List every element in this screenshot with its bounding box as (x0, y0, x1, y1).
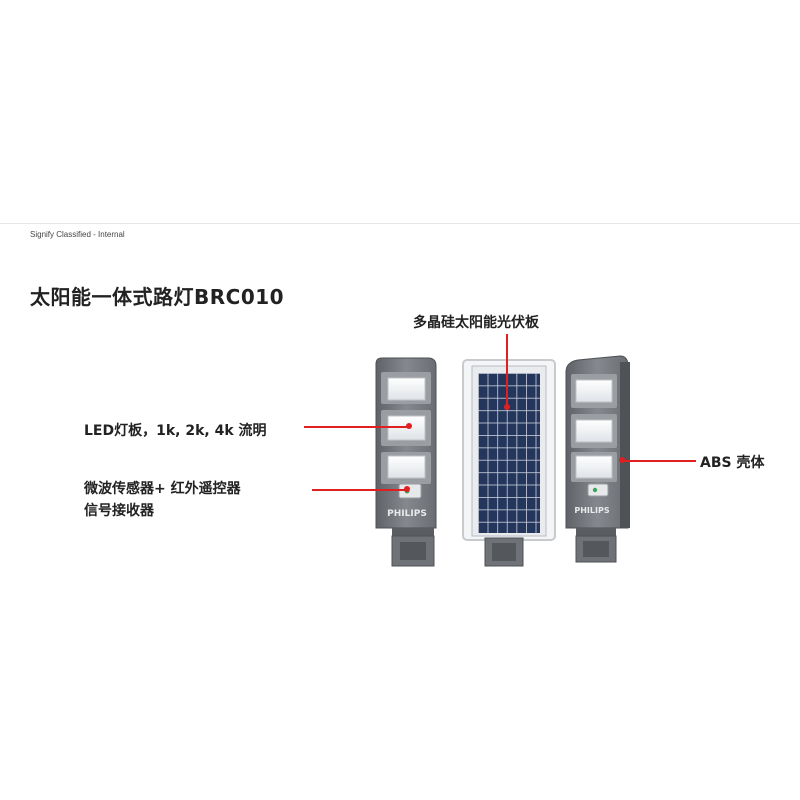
sensor-label: 微波传感器+ 红外遥控器 信号接收器 (84, 478, 241, 522)
solar-panel-callout-line (506, 334, 508, 408)
page-title: 太阳能一体式路灯BRC010 (30, 285, 285, 309)
front-view: PHILIPS (375, 357, 437, 567)
shell-label: ABS 壳体 (700, 455, 765, 471)
sensor-callout-dot (404, 486, 410, 492)
back-view (462, 359, 556, 567)
sensor-callout-line (312, 489, 406, 491)
shell-callout-dot (619, 457, 625, 463)
solar-panel-cells (478, 373, 540, 533)
sensor-label-line1: 微波传感器+ 红外遥控器 (84, 481, 241, 497)
sensor-label-line2: 信号接收器 (84, 503, 154, 519)
side-brand-logo: PHILIPS (574, 506, 609, 515)
led-board-callout-dot (406, 423, 412, 429)
solar-panel-callout-dot (504, 404, 510, 410)
solar-panel-label: 多晶硅太阳能光伏板 (413, 315, 539, 331)
header-divider (0, 223, 800, 224)
led-board-label: LED灯板，1k, 2k, 4k 流明 (84, 423, 267, 439)
shell-callout-line (622, 460, 696, 462)
front-brand-logo: PHILIPS (387, 509, 427, 519)
classification-label: Signify Classified - Internal (30, 230, 125, 239)
side-view: PHILIPS (565, 355, 630, 563)
led-board-callout-line (304, 426, 408, 428)
